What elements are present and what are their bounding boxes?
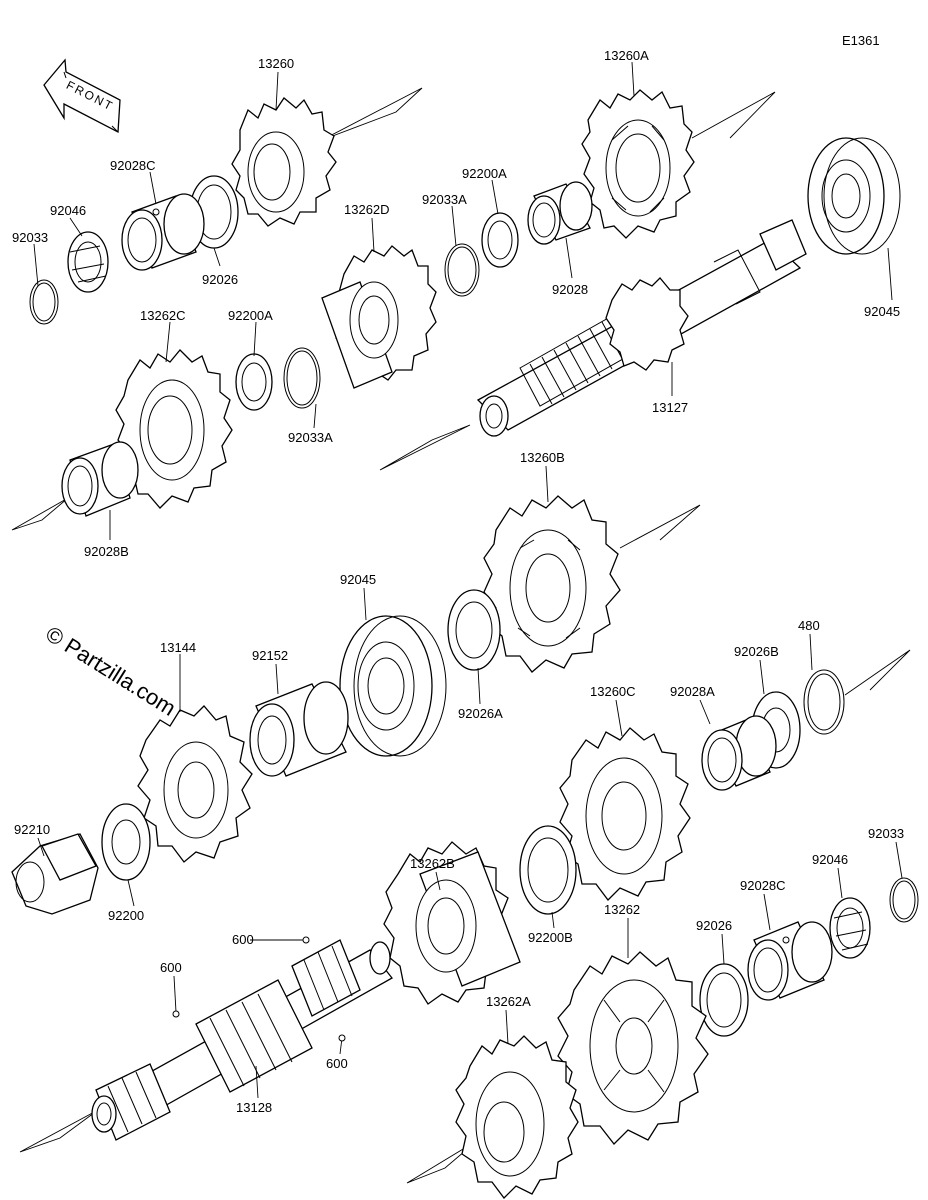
bearing-92045-mid [339,615,447,757]
bushing-92028-top [527,181,593,245]
label-92045-mid: 92045 [340,572,376,587]
washer-92026-bottom [699,963,749,1037]
label-92033-bottom: 92033 [868,826,904,841]
label-92026B: 92026B [734,644,779,659]
splined-washer-92200A-mid [235,353,273,411]
leader-lines [33,61,903,1099]
label-92026-top: 92026 [202,272,238,287]
label-13127: 13127 [652,400,688,415]
gear-13260A [581,89,695,239]
gear-13260 [231,97,337,227]
circlip-480 [803,669,845,735]
label-92028B: 92028B [84,544,129,559]
label-13260A: 13260A [604,48,649,63]
gear-13262C [115,349,233,509]
circlip-92033-bottom [889,877,919,923]
gear-13262B [383,841,521,1005]
nut-92210 [11,833,99,915]
part-labels: 13260 13260A 92028C 92046 92033 92026 13… [12,48,904,1115]
bushing-92028B [61,441,139,517]
gear-13262A [455,1035,579,1199]
label-92033A-mid: 92033A [288,430,333,445]
label-92026A: 92026A [458,706,503,721]
gear-13260C [559,727,691,901]
circlip-92033A-top [444,243,480,297]
gear-13260B [483,495,621,673]
watermark: © Partzilla.com [41,621,180,721]
label-92210: 92210 [14,822,50,837]
shaft-13128 [91,939,393,1141]
label-600-c: 600 [326,1056,348,1071]
gear-13262 [557,951,709,1145]
label-92200A-mid: 92200A [228,308,273,323]
label-13260C: 13260C [590,684,636,699]
label-600-b: 600 [160,960,182,975]
label-600-a: 600 [232,932,254,947]
label-92033A-top: 92033A [422,192,467,207]
label-13262: 13262 [604,902,640,917]
label-13128: 13128 [236,1100,272,1115]
washer-92026A [447,589,501,671]
label-13262D: 13262D [344,202,390,217]
label-92028C-bottom: 92028C [740,878,786,893]
label-13260B: 13260B [520,450,565,465]
label-13262B: 13262B [410,856,455,871]
label-92046-bottom: 92046 [812,852,848,867]
label-92046-top: 92046 [50,203,86,218]
label-13144: 13144 [160,640,196,655]
splined-washer-92200A-top [481,212,519,268]
label-92045-top: 92045 [864,304,900,319]
label-92200B: 92200B [528,930,573,945]
label-13262C: 13262C [140,308,186,323]
circlip-92033-top [29,279,59,325]
shaft-13127 [476,219,807,437]
collar-92152 [249,681,349,777]
front-arrow-icon: FRONT [43,58,121,134]
needle-bearing-92046-top [67,231,109,293]
circlip-92033A-mid [283,347,321,409]
axis-lines [11,87,911,1184]
label-92028-top: 92028 [552,282,588,297]
label-480: 480 [798,618,820,633]
gear-13262D [321,245,437,389]
label-92028C-top: 92028C [110,158,156,173]
bushing-92028C-bottom [747,921,833,1001]
label-92026-bottom: 92026 [696,918,732,933]
bushing-92028A [701,715,777,791]
label-92200: 92200 [108,908,144,923]
label-13262A: 13262A [486,994,531,1009]
bushing-92028C-top [121,193,205,271]
label-92200A-top: 92200A [462,166,507,181]
bearing-92045-top [807,137,901,255]
label-92152: 92152 [252,648,288,663]
splined-washer-92200 [101,803,151,881]
label-92028A: 92028A [670,684,715,699]
diagram-code: E1361 [842,33,880,48]
label-92033-top: 92033 [12,230,48,245]
needle-bearing-92046-bottom [829,897,871,959]
label-13260: 13260 [258,56,294,71]
washer-92200B [519,825,577,915]
sprocket-13144 [137,705,253,863]
